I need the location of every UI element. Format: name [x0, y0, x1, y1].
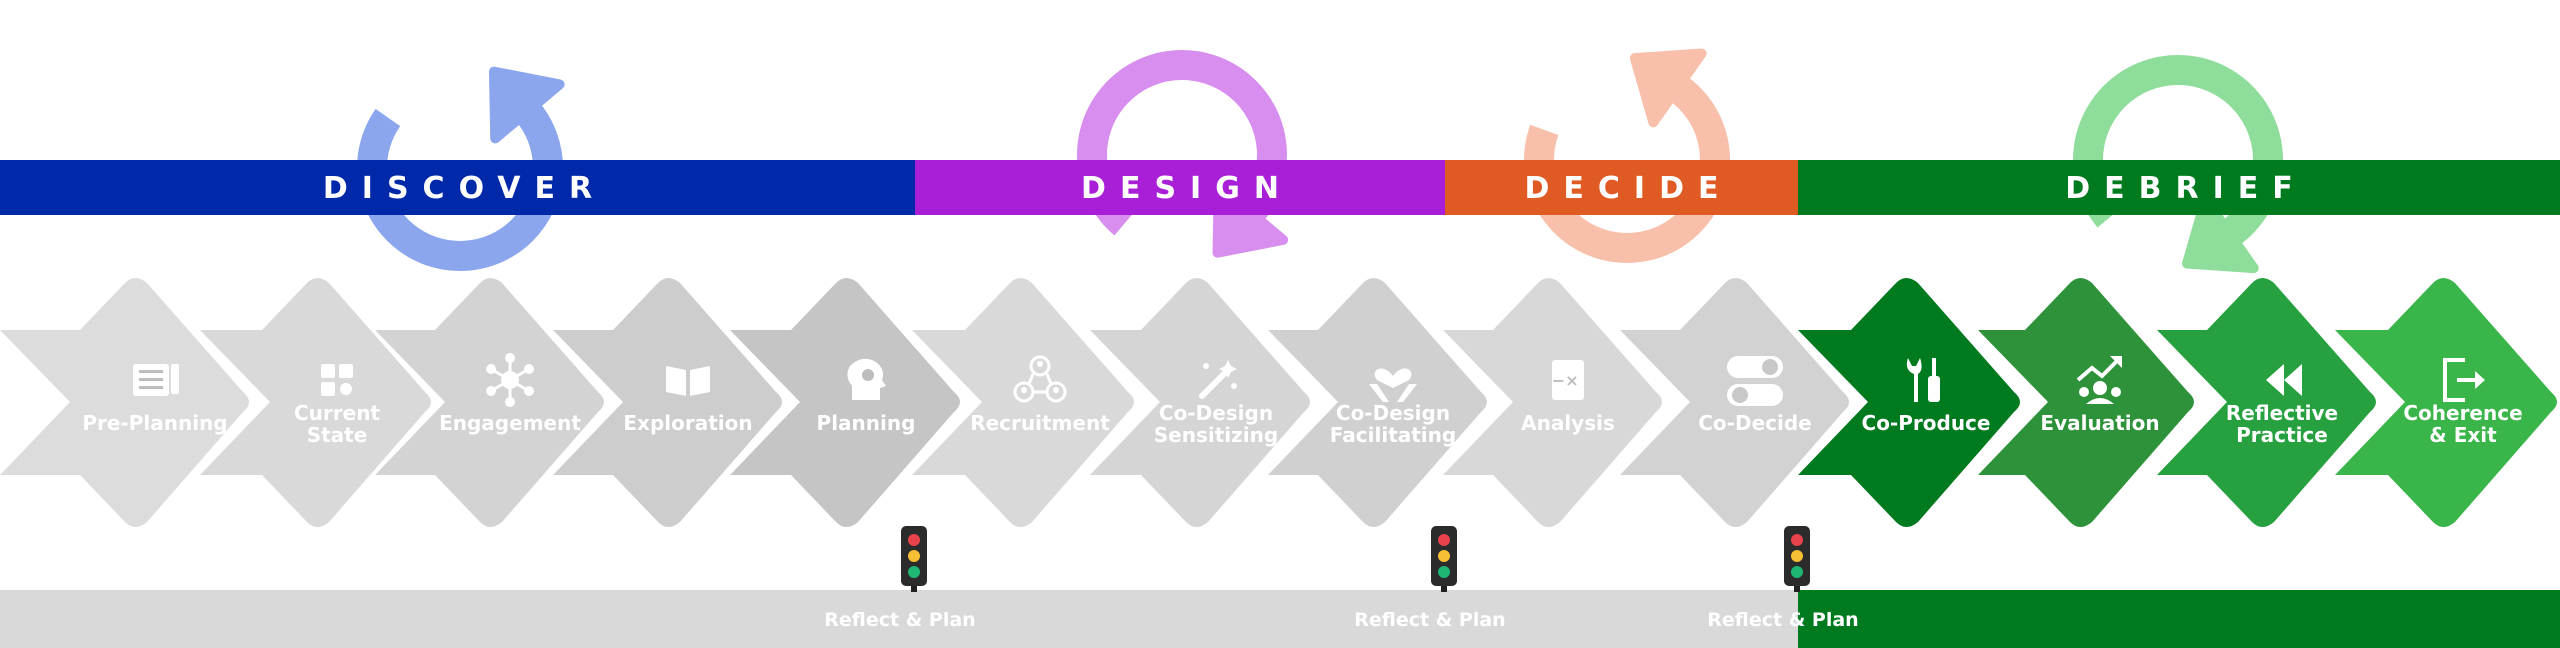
- phase-label: DISCOVER: [323, 171, 606, 206]
- phase-banner: DISCOVER DESIGN DECIDE DEBRIEF: [0, 160, 2560, 215]
- step-evaluation: Evaluation: [1978, 278, 2194, 527]
- phase-design: DESIGN: [915, 160, 1445, 215]
- step-chevron: [2157, 278, 2376, 527]
- cycle-arrow-decide: [1524, 48, 1730, 263]
- exit-icon: [2443, 358, 2485, 402]
- traffic-light-icon: [901, 526, 927, 592]
- step-chevron: [1978, 278, 2194, 527]
- tools-icon: [1906, 358, 1940, 402]
- step-label: Evaluation: [2040, 411, 2159, 435]
- phase-band: [1798, 160, 2560, 215]
- hands-heart-icon: [1369, 368, 1417, 402]
- phase-decide: DECIDE: [1445, 160, 1798, 215]
- phase-discover: DISCOVER: [0, 160, 915, 215]
- step-label: Exploration: [623, 411, 752, 435]
- grid-icon: [321, 364, 353, 396]
- traffic-light-icon: [1431, 526, 1457, 592]
- phase-band: [0, 160, 915, 215]
- rewind-icon: [2266, 364, 2302, 396]
- cycle-arrowhead: [2182, 194, 2259, 274]
- step-exploration: Exploration: [553, 278, 782, 527]
- step-label: Co-Decide: [1698, 411, 1811, 435]
- cycle-arrowhead: [1629, 48, 1707, 128]
- step-chevron: [2335, 278, 2557, 527]
- phase-label: DESIGN: [1081, 171, 1293, 206]
- step-co-decide: Co-Decide: [1620, 278, 1849, 527]
- reflect-plan-label: Reflect & Plan: [1354, 609, 1505, 631]
- step-chevron: [200, 278, 431, 527]
- step-coherence-and-exit: Coherence& Exit: [2335, 278, 2557, 527]
- calculator-icon: −×: [1552, 360, 1584, 400]
- step-chevron: [0, 278, 249, 527]
- step-chevron: [1268, 278, 1487, 527]
- step-chevron: [375, 278, 604, 527]
- step-planning: Planning: [730, 278, 960, 527]
- reflect-plan-label: Reflect & Plan: [824, 609, 975, 631]
- step-engagement: Engagement: [375, 278, 604, 527]
- step-label: Engagement: [439, 411, 581, 435]
- step-chevron: [1090, 278, 1310, 527]
- step-label: Recruitment: [970, 411, 1110, 435]
- reflect-bar: Reflect & Plan Reflect & Plan Reflect & Pl…: [0, 590, 2560, 648]
- step-recruitment: Recruitment: [912, 278, 1134, 527]
- magic-wand-icon: [1199, 360, 1237, 399]
- step-chevron: [912, 278, 1134, 527]
- step-label: Co-Produce: [1862, 411, 1991, 435]
- step-label: Pre-Planning: [82, 411, 227, 435]
- step-label: Coherence& Exit: [2403, 401, 2522, 447]
- network-icon: [486, 353, 534, 407]
- reflect-bar-green: [1798, 590, 2560, 648]
- step-chevron: [1443, 278, 1662, 527]
- checklist-icon: [133, 364, 179, 396]
- head-gears-icon: [847, 358, 886, 400]
- phase-band: [1445, 160, 1798, 215]
- phase-label: DEBRIEF: [2065, 171, 2307, 206]
- open-book-icon: [666, 366, 710, 396]
- step-analysis: −× Analysis: [1443, 278, 1662, 527]
- cycle-arrowhead: [488, 66, 565, 144]
- step-chevron: [553, 278, 782, 527]
- toggle-icon: [1727, 356, 1783, 406]
- cycle-arrow-design: [1077, 50, 1289, 258]
- growth-chart-icon: [2076, 356, 2122, 404]
- reflect-bar-gray: [0, 590, 1798, 648]
- reflect-plan-label: Reflect & Plan: [1707, 609, 1858, 631]
- step-label: Planning: [817, 411, 916, 435]
- checkpoints: [901, 526, 1810, 592]
- step-label: Analysis: [1521, 411, 1615, 435]
- traffic-light-icon: [1784, 526, 1810, 592]
- phase-band: [915, 160, 1445, 215]
- phase-debrief: DEBRIEF: [1798, 160, 2560, 215]
- step-chevron: [1798, 278, 2020, 527]
- svg-text:−×: −×: [1552, 371, 1584, 390]
- phase-label: DECIDE: [1525, 171, 1733, 206]
- step-pre-planning: Pre-Planning: [0, 278, 249, 527]
- people-network-icon: [1013, 355, 1067, 403]
- step-chevron: [730, 278, 960, 527]
- step-co-produce: Co-Produce: [1798, 278, 2020, 527]
